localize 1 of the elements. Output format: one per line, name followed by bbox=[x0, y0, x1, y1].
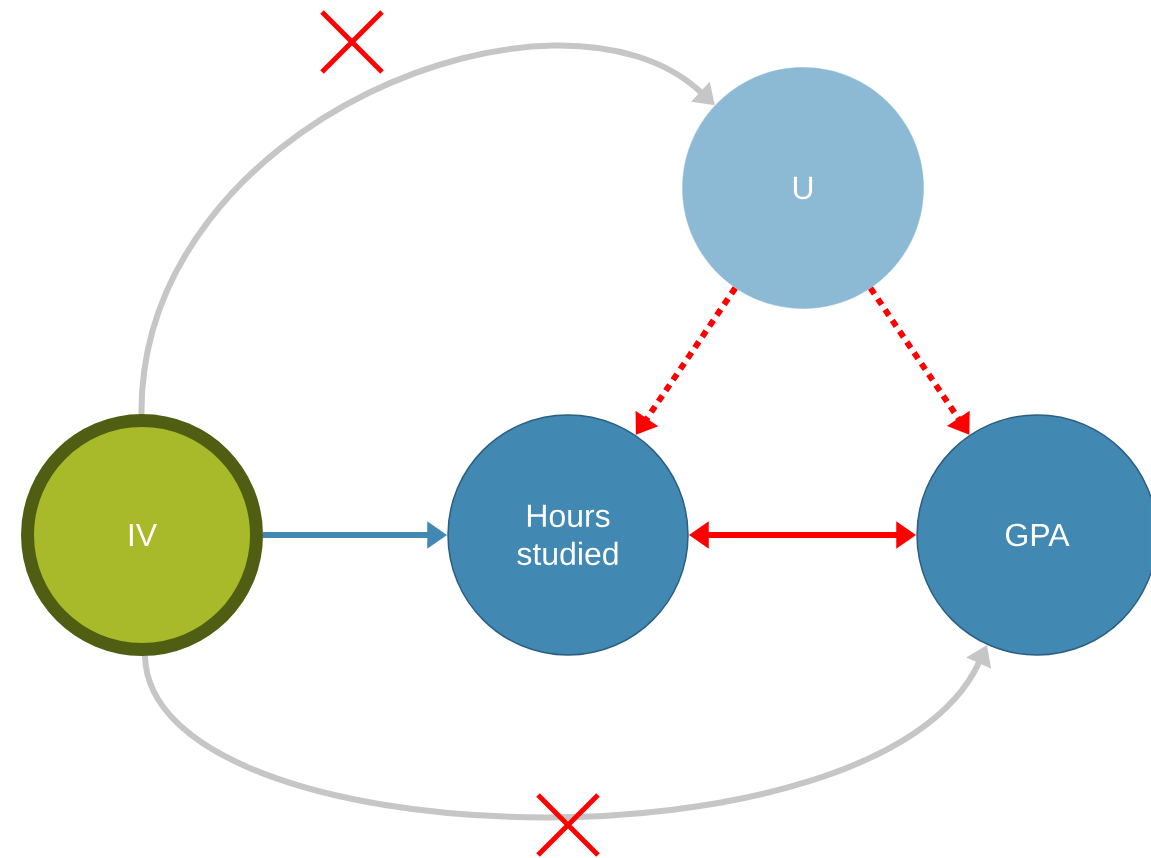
arrow bbox=[138, 42, 715, 415]
